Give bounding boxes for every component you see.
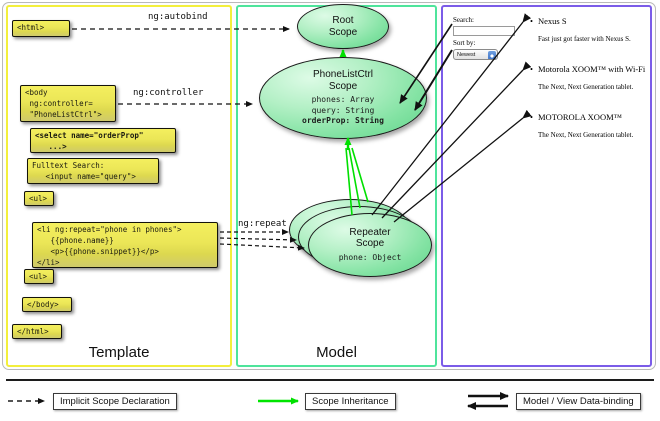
phone-name-1: Motorola XOOM™ with Wi-Fi bbox=[530, 64, 645, 74]
scope-root-title: Root Scope bbox=[328, 15, 358, 38]
code-box-body-close: </body> bbox=[22, 297, 72, 312]
sort-select[interactable]: Newest bbox=[453, 49, 498, 60]
code-box-body-open: <body ng:controller= "PhoneListCtrl"> bbox=[20, 85, 116, 122]
scope-repeater-props: phone: Object bbox=[338, 252, 402, 262]
sort-label: Sort by: bbox=[453, 39, 476, 47]
column-template: Template bbox=[6, 5, 232, 367]
chevron-updown-icon bbox=[488, 51, 496, 59]
sort-select-value: Newest bbox=[457, 52, 476, 58]
phone-snippet-1: The Next, Next Generation tablet. bbox=[538, 83, 634, 91]
scope-repeater: Repeater Scope phone: Object bbox=[308, 213, 432, 277]
legend-scope-inheritance: Scope Inheritance bbox=[305, 393, 396, 410]
legend-model-view-data-binding: Model / View Data-binding bbox=[516, 393, 641, 410]
column-label-template: Template bbox=[88, 344, 150, 361]
code-box-select: <select name="orderProp" ...> bbox=[30, 128, 176, 153]
scope-root: Root Scope bbox=[297, 4, 389, 49]
phone-snippet-2: The Next, Next Generation tablet. bbox=[538, 131, 634, 139]
prop-phones: phones: Array bbox=[311, 95, 375, 105]
search-input[interactable] bbox=[453, 26, 515, 36]
code-box-li-repeat: <li ng:repeat="phone in phones"> {{phone… bbox=[32, 222, 218, 268]
phone-snippet-0: Fast just got faster with Nexus S. bbox=[538, 35, 631, 43]
search-label: Search: bbox=[453, 16, 474, 24]
phone-name-0: Nexus S bbox=[530, 16, 566, 26]
scope-phonelistctrl-props: phones: Array query: String orderProp: S… bbox=[302, 95, 384, 126]
scope-repeater-title: Repeater Scope bbox=[349, 226, 391, 250]
scope-phonelistctrl-title: PhoneListCtrl Scope bbox=[312, 69, 374, 92]
edge-label-repeat: ng:repeat bbox=[238, 219, 287, 229]
legend-divider bbox=[6, 379, 654, 381]
code-box-html-open: <html> bbox=[12, 20, 70, 37]
code-box-ul-close: <ul> bbox=[24, 269, 54, 284]
prop-query: query: String bbox=[311, 105, 375, 115]
view-panel: Search: Sort by: Newest Nexus S Fast jus… bbox=[448, 11, 646, 359]
code-box-fulltext-search: Fulltext Search: <input name="query"> bbox=[27, 158, 159, 184]
code-box-html-close: </html> bbox=[12, 324, 62, 339]
column-label-model: Model bbox=[316, 344, 357, 361]
legend-glyph-double-arrow bbox=[467, 392, 509, 410]
code-box-ul-open: <ul> bbox=[24, 191, 54, 206]
scope-phonelistctrl: PhoneListCtrl Scope phones: Array query:… bbox=[259, 57, 427, 139]
edge-label-controller: ng:controller bbox=[133, 88, 204, 98]
legend-implicit-scope-declaration: Implicit Scope Declaration bbox=[53, 393, 177, 410]
prop-orderprop: orderProp: String bbox=[302, 116, 384, 126]
phone-name-2: MOTOROLA XOOM™ bbox=[530, 112, 622, 122]
edge-label-autobind: ng:autobind bbox=[148, 12, 208, 22]
